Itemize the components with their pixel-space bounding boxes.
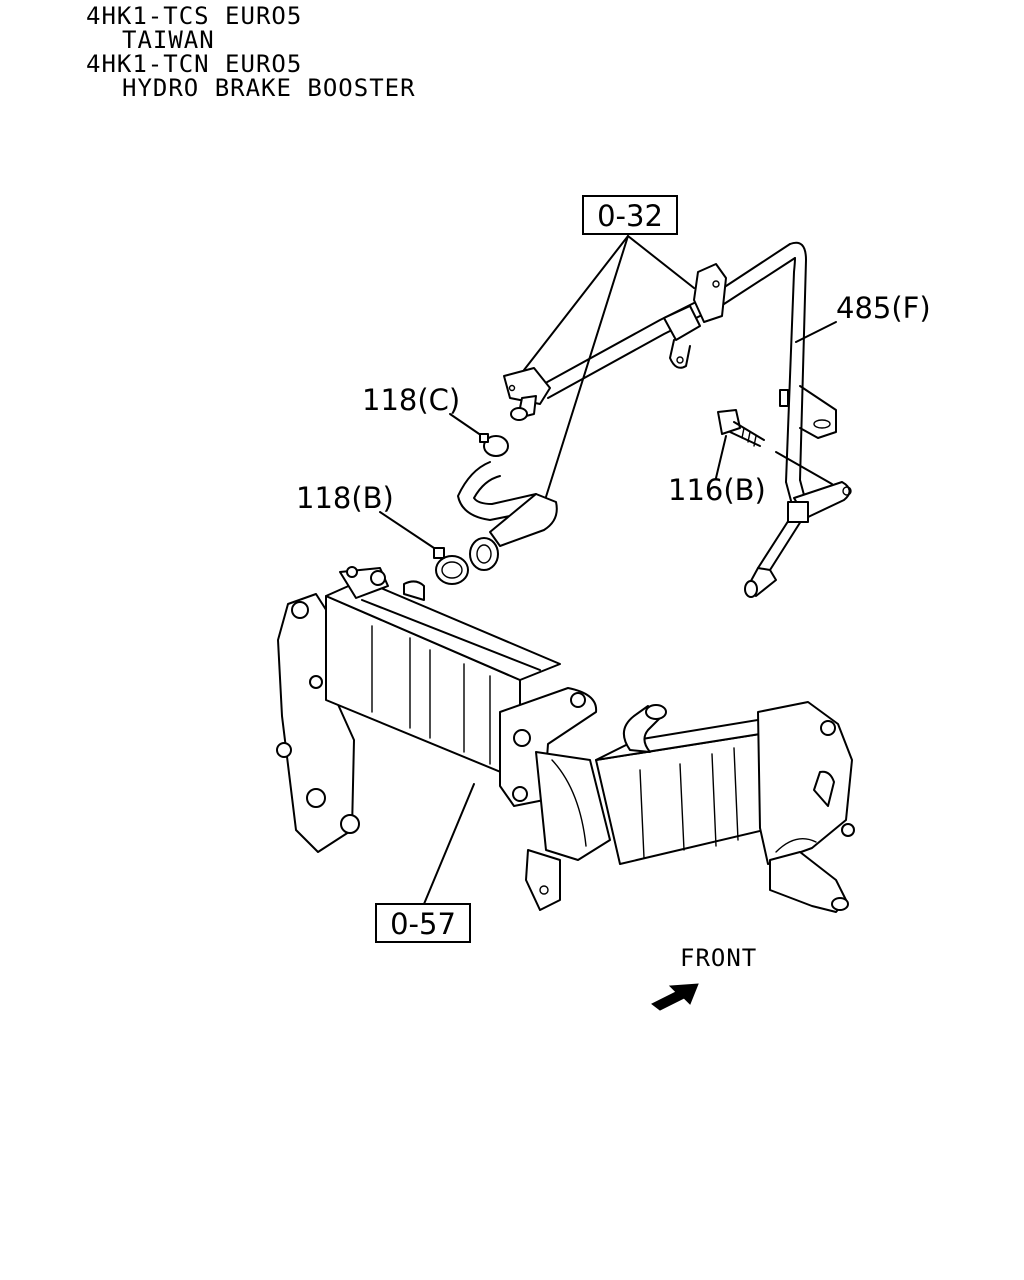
leader-ref-bottom — [423, 783, 475, 905]
bolt-116b — [717, 409, 765, 447]
clamp-118b — [433, 547, 469, 585]
callout-clamp-118c[interactable]: 118(C) — [362, 383, 460, 417]
ref-box-bottom-label: 0-57 — [390, 907, 456, 941]
callout-clamp-118b[interactable]: 118(B) — [296, 481, 394, 515]
clamp-118c — [479, 433, 509, 457]
diagram-header: 4HK1-TCS EURO5 TAIWAN 4HK1-TCN EURO5 HYD… — [86, 4, 416, 100]
egr-cooler-assembly — [276, 566, 855, 913]
header-line-1: 4HK1-TCS EURO5 — [86, 2, 303, 30]
header-line-2: TAIWAN — [122, 26, 215, 54]
leader-clamp-118b — [379, 511, 441, 553]
leader-bolt — [715, 435, 727, 479]
header-line-4: HYDRO BRAKE BOOSTER — [122, 74, 416, 102]
leader-bolt-2 — [775, 451, 833, 485]
ref-box-top[interactable]: 0-32 — [582, 195, 678, 235]
leader-lines-ref-top — [523, 235, 695, 501]
leader-pipe — [795, 321, 837, 343]
header-line-3: 4HK1-TCN EURO5 — [86, 50, 303, 78]
front-arrow-icon — [651, 983, 699, 1011]
vacuum-hose — [457, 461, 558, 571]
callout-bolt-116b[interactable]: 116(B) — [668, 473, 766, 507]
vacuum-pipe-485f — [503, 241, 852, 598]
ref-box-bottom[interactable]: 0-57 — [375, 903, 471, 943]
callout-pipe-485f[interactable]: 485(F) — [836, 291, 931, 325]
ref-box-top-label: 0-32 — [597, 199, 663, 233]
front-label: FRONT — [680, 944, 757, 972]
